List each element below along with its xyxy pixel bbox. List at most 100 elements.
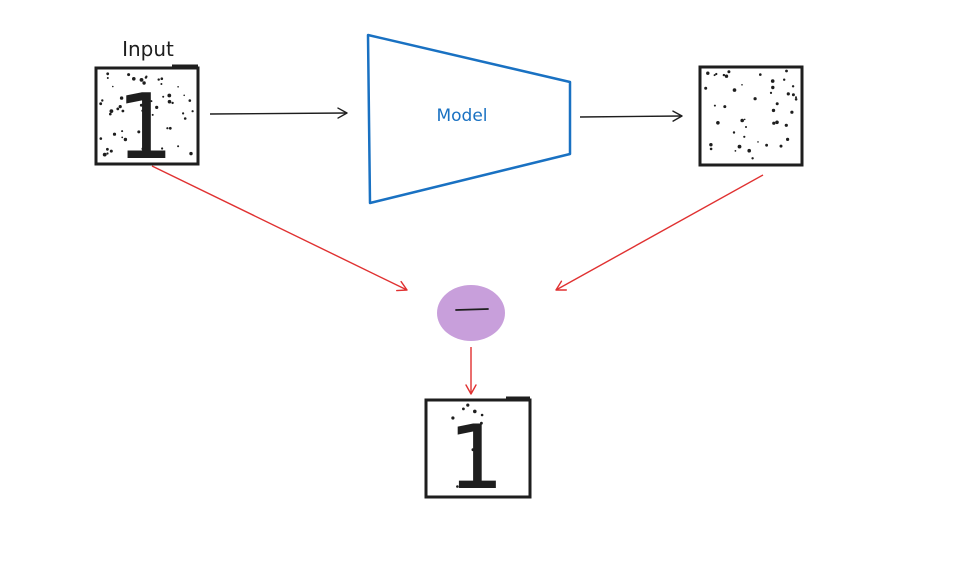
noise-dot <box>462 407 465 411</box>
noise-dot <box>162 95 165 98</box>
noise-dot <box>734 150 737 152</box>
noise-dot <box>183 117 187 120</box>
noise-dot <box>784 123 788 127</box>
noise-dot <box>166 127 169 130</box>
noise-dot <box>161 147 164 150</box>
noise-dot <box>160 83 163 85</box>
result-digit: 1 <box>448 406 504 509</box>
minus-icon <box>455 308 489 311</box>
noise-dot <box>704 86 708 90</box>
noise-dot <box>791 93 795 97</box>
noise-dot <box>99 137 103 140</box>
noise-dot <box>794 98 798 101</box>
noise-dot <box>771 85 775 90</box>
noise-dot <box>139 78 144 82</box>
noise-dot <box>723 105 727 109</box>
noise-dot <box>783 78 786 81</box>
noise-dot <box>188 99 192 102</box>
input-label: Input <box>122 37 174 61</box>
noise-dot <box>142 81 146 85</box>
noise-dot <box>136 95 141 99</box>
noise-dot <box>724 74 729 78</box>
noise-dot <box>116 107 120 111</box>
noise-dot <box>790 110 794 114</box>
noise-dot <box>177 86 179 88</box>
noise-dot <box>127 73 131 77</box>
noise-dot <box>713 74 716 77</box>
noise-dot <box>183 94 185 97</box>
noise-dot <box>121 109 125 113</box>
noise-dot <box>151 113 154 116</box>
noise-dot <box>141 147 145 151</box>
noise-dot <box>779 144 783 148</box>
input-image: 1 <box>94 64 200 180</box>
noise-dot <box>168 126 172 130</box>
noise-dot <box>123 137 128 142</box>
noise-dot <box>101 99 104 102</box>
noise-dot <box>753 97 757 101</box>
noise-dot <box>109 109 114 113</box>
noise-dot <box>775 120 779 125</box>
noise-dot <box>786 137 790 141</box>
noise-dot <box>772 121 776 125</box>
noise-dot <box>132 77 136 81</box>
noise-dot <box>191 110 194 113</box>
noise-dot <box>121 136 124 139</box>
noise-dot <box>471 448 475 452</box>
noise-dot <box>167 93 172 98</box>
noise-dot <box>747 148 751 153</box>
predicted-noise <box>704 69 798 160</box>
noise-dot <box>727 70 731 74</box>
noise-dot <box>106 152 109 155</box>
noise-dot <box>732 131 736 134</box>
noise-dot <box>715 72 718 76</box>
noise-dot <box>765 143 768 147</box>
input-noise <box>99 72 194 157</box>
noise-dot <box>732 88 737 92</box>
arrow-input-to-subtract <box>151 165 408 292</box>
noise-dot <box>150 100 153 103</box>
noise-dot <box>182 112 185 115</box>
noise-dot <box>141 109 144 112</box>
noise-dot <box>480 413 484 417</box>
noise-dot <box>106 77 109 79</box>
noise-dot <box>757 141 759 143</box>
noise-dot <box>160 77 164 80</box>
input-digit: 1 <box>116 75 173 180</box>
result-image: 1 <box>424 396 532 509</box>
noise-dot <box>171 101 174 105</box>
noise-dot <box>109 112 112 116</box>
noise-dot <box>451 416 455 420</box>
subtract-operator <box>437 285 505 341</box>
noise-dot <box>775 102 779 106</box>
noise-dot <box>145 120 148 123</box>
arrow-model-to-output <box>579 110 683 122</box>
noise-dot <box>759 73 762 76</box>
noise-dot <box>769 91 773 94</box>
noise-dot <box>706 71 710 75</box>
noise-dot <box>189 151 193 156</box>
predicted-noise-image <box>698 65 804 167</box>
noise-dot <box>770 79 775 83</box>
noise-dot <box>713 104 716 107</box>
noise-dot <box>743 118 746 121</box>
noise-dot <box>466 403 470 407</box>
noise-dot <box>737 144 742 149</box>
noise-dot <box>473 409 477 414</box>
noise-dot <box>771 108 776 113</box>
noise-dot <box>741 84 743 86</box>
arrow-input-to-model <box>209 107 348 119</box>
model-block: Model <box>366 33 572 205</box>
noise-dot <box>785 69 788 73</box>
noise-dot <box>118 105 122 109</box>
noise-dot <box>106 147 109 151</box>
noise-dot <box>480 421 483 425</box>
noise-dot <box>157 78 160 81</box>
noise-dot <box>112 85 114 88</box>
noise-dot <box>119 96 124 100</box>
noise-dot <box>743 135 746 138</box>
noise-dot <box>716 121 720 125</box>
noise-dot <box>139 103 143 107</box>
noise-dot <box>137 130 141 134</box>
noise-dot <box>167 99 172 104</box>
